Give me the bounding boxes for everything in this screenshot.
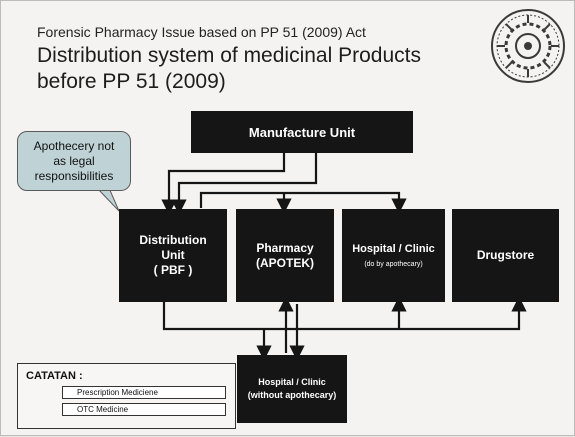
arrow-distribution-to-hospital	[199, 191, 407, 214]
distribution-line-2: Unit	[161, 248, 185, 262]
hospital-line-1: Hospital / Clinic	[352, 242, 435, 255]
arrow-to-drugstore	[162, 296, 527, 331]
callout-pointer	[95, 187, 120, 212]
arrow-manufacture-to-distribution-2	[171, 152, 318, 215]
hospital2-line-2: (without apothecary)	[247, 390, 337, 400]
callout-line-2: as legal	[53, 153, 95, 168]
hospital-without-apothecary-box: Hospital / Clinic (without apothecary)	[237, 355, 347, 423]
title-line-2: before PP 51 (2009)	[37, 70, 226, 93]
title-line-1: Distribution system of medicinal Product…	[37, 44, 421, 67]
hospital-clinic-box: Hospital / Clinic (do by apothecary)	[342, 209, 445, 302]
distribution-line-1: Distribution	[139, 233, 207, 247]
pharmacy-line-2: (APOTEK)	[256, 255, 314, 270]
university-seal-icon	[491, 9, 565, 83]
callout-note: Apothecery not as legal responsibilities	[17, 131, 131, 191]
drugstore-label: Drugstore	[476, 248, 535, 262]
distribution-unit-box: Distribution Unit ( PBF )	[119, 209, 227, 302]
legend-item-prescription: Prescription Mediciene	[62, 386, 226, 399]
manufacture-unit-box: Manufacture Unit	[191, 111, 413, 153]
slide-subtitle: Forensic Pharmacy Issue based on PP 51 (…	[37, 24, 366, 40]
pharmacy-line-1: Pharmacy	[256, 240, 314, 255]
callout-line-3: responsibilities	[34, 168, 114, 183]
pharmacy-box: Pharmacy (APOTEK)	[236, 209, 334, 302]
manufacture-unit-label: Manufacture Unit	[248, 124, 356, 140]
legend-title: CATATAN :	[26, 370, 83, 382]
hospital2-line-1: Hospital / Clinic	[258, 377, 326, 387]
distribution-line-3: ( PBF )	[153, 263, 193, 277]
legend-item-otc: OTC Medicine	[62, 403, 226, 416]
hospital-note: (do by apothecary)	[364, 260, 423, 268]
slide-title: Distribution system of medicinal Product…	[37, 43, 421, 95]
legend: CATATAN : Prescription Mediciene OTC Med…	[17, 363, 236, 429]
callout-line-1: Apothecery not	[33, 138, 115, 153]
drugstore-box: Drugstore	[452, 209, 559, 302]
arrow-manufacture-to-distribution	[161, 152, 286, 215]
